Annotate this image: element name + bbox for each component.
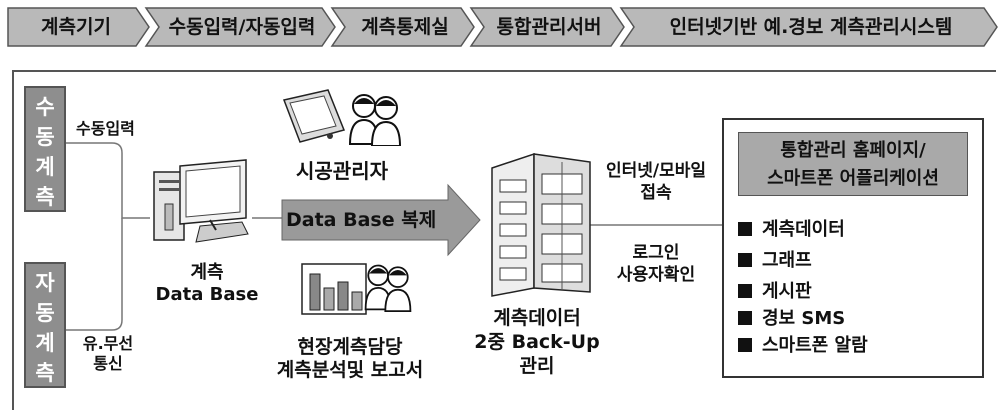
server-rack-icon — [491, 152, 591, 297]
portal-title: 통합관리 홈페이지/ 스마트폰 어플리케이션 — [738, 132, 968, 196]
process-step-5: 인터넷기반 예.경보 계측관리시스템 — [669, 16, 953, 38]
pda-icon — [282, 89, 346, 143]
server-line-3: 관리 — [519, 355, 555, 377]
people-icon — [348, 94, 402, 146]
db-line-1: 계측 — [190, 262, 224, 283]
login-label: 로그인 사용자확인 — [600, 242, 712, 286]
login-line-1: 로그인 — [632, 243, 680, 263]
login-line-2: 사용자확인 — [616, 265, 696, 285]
portal-item-label: 그래프 — [762, 250, 812, 271]
portal-item-data: 계측데이터 — [738, 214, 868, 245]
portal-item-sms: 경보 SMS — [738, 307, 868, 331]
manual-char-1: 수 — [35, 95, 55, 119]
process-chevron-bar: 계측기기 수동입력/자동입력 계측통제실 통합관리서버 인터넷기반 예.경보 계… — [6, 6, 1002, 48]
manual-input-label: 수동입력 — [76, 119, 135, 138]
chevron-4 — [469, 7, 625, 47]
field-line-1: 현장계측담당 — [297, 336, 403, 358]
square-bullet-icon — [738, 284, 752, 298]
auto-measurement-box: 자 동 계 측 — [24, 262, 66, 388]
wireless-label: 유.무선 통신 — [76, 334, 140, 374]
manual-measurement-box: 수 동 계 측 — [24, 86, 66, 212]
server-label: 계측데이터 2중 Back-Up 관리 — [462, 306, 612, 378]
process-step-3: 계측통제실 — [361, 16, 449, 38]
portal-feature-list: 계측데이터 그래프 게시판 경보 SMS 스마트폰 알람 — [738, 214, 868, 361]
portal-item-board: 게시판 — [738, 276, 868, 307]
portal-item-label: 게시판 — [762, 281, 812, 302]
portal-item-label: 경보 SMS — [762, 308, 846, 329]
wireless-line-1: 유.무선 — [82, 334, 134, 353]
wireless-line-2: 통신 — [93, 354, 123, 373]
chevron-1 — [7, 7, 150, 47]
internet-line-2: 접속 — [640, 183, 672, 203]
chevron-3 — [330, 7, 475, 47]
portal-title-line-2: 스마트폰 어플리케이션 — [767, 168, 939, 189]
portal-item-label: 계측데이터 — [762, 219, 845, 240]
process-step-4: 통합관리서버 — [496, 16, 602, 38]
server-line-1: 계측데이터 — [493, 307, 581, 329]
portal-title-line-1: 통합관리 홈페이지/ — [780, 140, 926, 161]
portal-item-graph: 그래프 — [738, 245, 868, 276]
square-bullet-icon — [738, 311, 752, 325]
auto-connector — [66, 218, 123, 331]
replication-arrow — [281, 183, 481, 257]
manual-char-2: 동 — [35, 125, 55, 149]
field-line-2: 계측분석및 보고서 — [276, 359, 424, 381]
computer-icon — [153, 159, 249, 243]
chevron-shapes — [7, 7, 998, 47]
server-line-2: 2중 Back-Up — [474, 331, 600, 353]
site-manager-label: 시공관리자 — [296, 159, 388, 183]
bar-chart-icon — [301, 263, 367, 315]
process-step-1: 계측기기 — [41, 16, 111, 38]
manual-char-4: 측 — [35, 185, 55, 209]
square-bullet-icon — [738, 222, 752, 236]
auto-char-1: 자 — [35, 271, 55, 295]
square-bullet-icon — [738, 338, 752, 352]
manual-char-3: 계 — [35, 155, 55, 179]
chevron-2 — [144, 7, 336, 47]
replication-label: Data Base 복제 — [286, 209, 437, 231]
field-staff-label: 현장계측담당 계측분석및 보고서 — [250, 336, 450, 382]
chevron-5 — [619, 7, 998, 47]
auto-char-4: 측 — [35, 361, 55, 385]
manual-connector — [66, 142, 150, 219]
auto-char-3: 계 — [35, 331, 55, 355]
db-label: 계측 Data Base — [152, 262, 262, 306]
frame-left-border — [12, 70, 14, 410]
portal-item-alarm: 스마트폰 알람 — [738, 331, 868, 361]
square-bullet-icon — [738, 253, 752, 267]
db-line-2: Data Base — [155, 284, 259, 305]
internet-line-1: 인터넷/모바일 — [605, 161, 707, 181]
auto-char-2: 동 — [35, 301, 55, 325]
portal-item-label: 스마트폰 알람 — [762, 335, 868, 356]
internet-label: 인터넷/모바일 접속 — [600, 160, 712, 204]
portal-panel: 통합관리 홈페이지/ 스마트폰 어플리케이션 계측데이터 그래프 게시판 경보 … — [722, 118, 984, 378]
people-icon — [364, 264, 412, 312]
frame-top-border — [12, 70, 996, 72]
process-step-2: 수동입력/자동입력 — [168, 16, 316, 38]
